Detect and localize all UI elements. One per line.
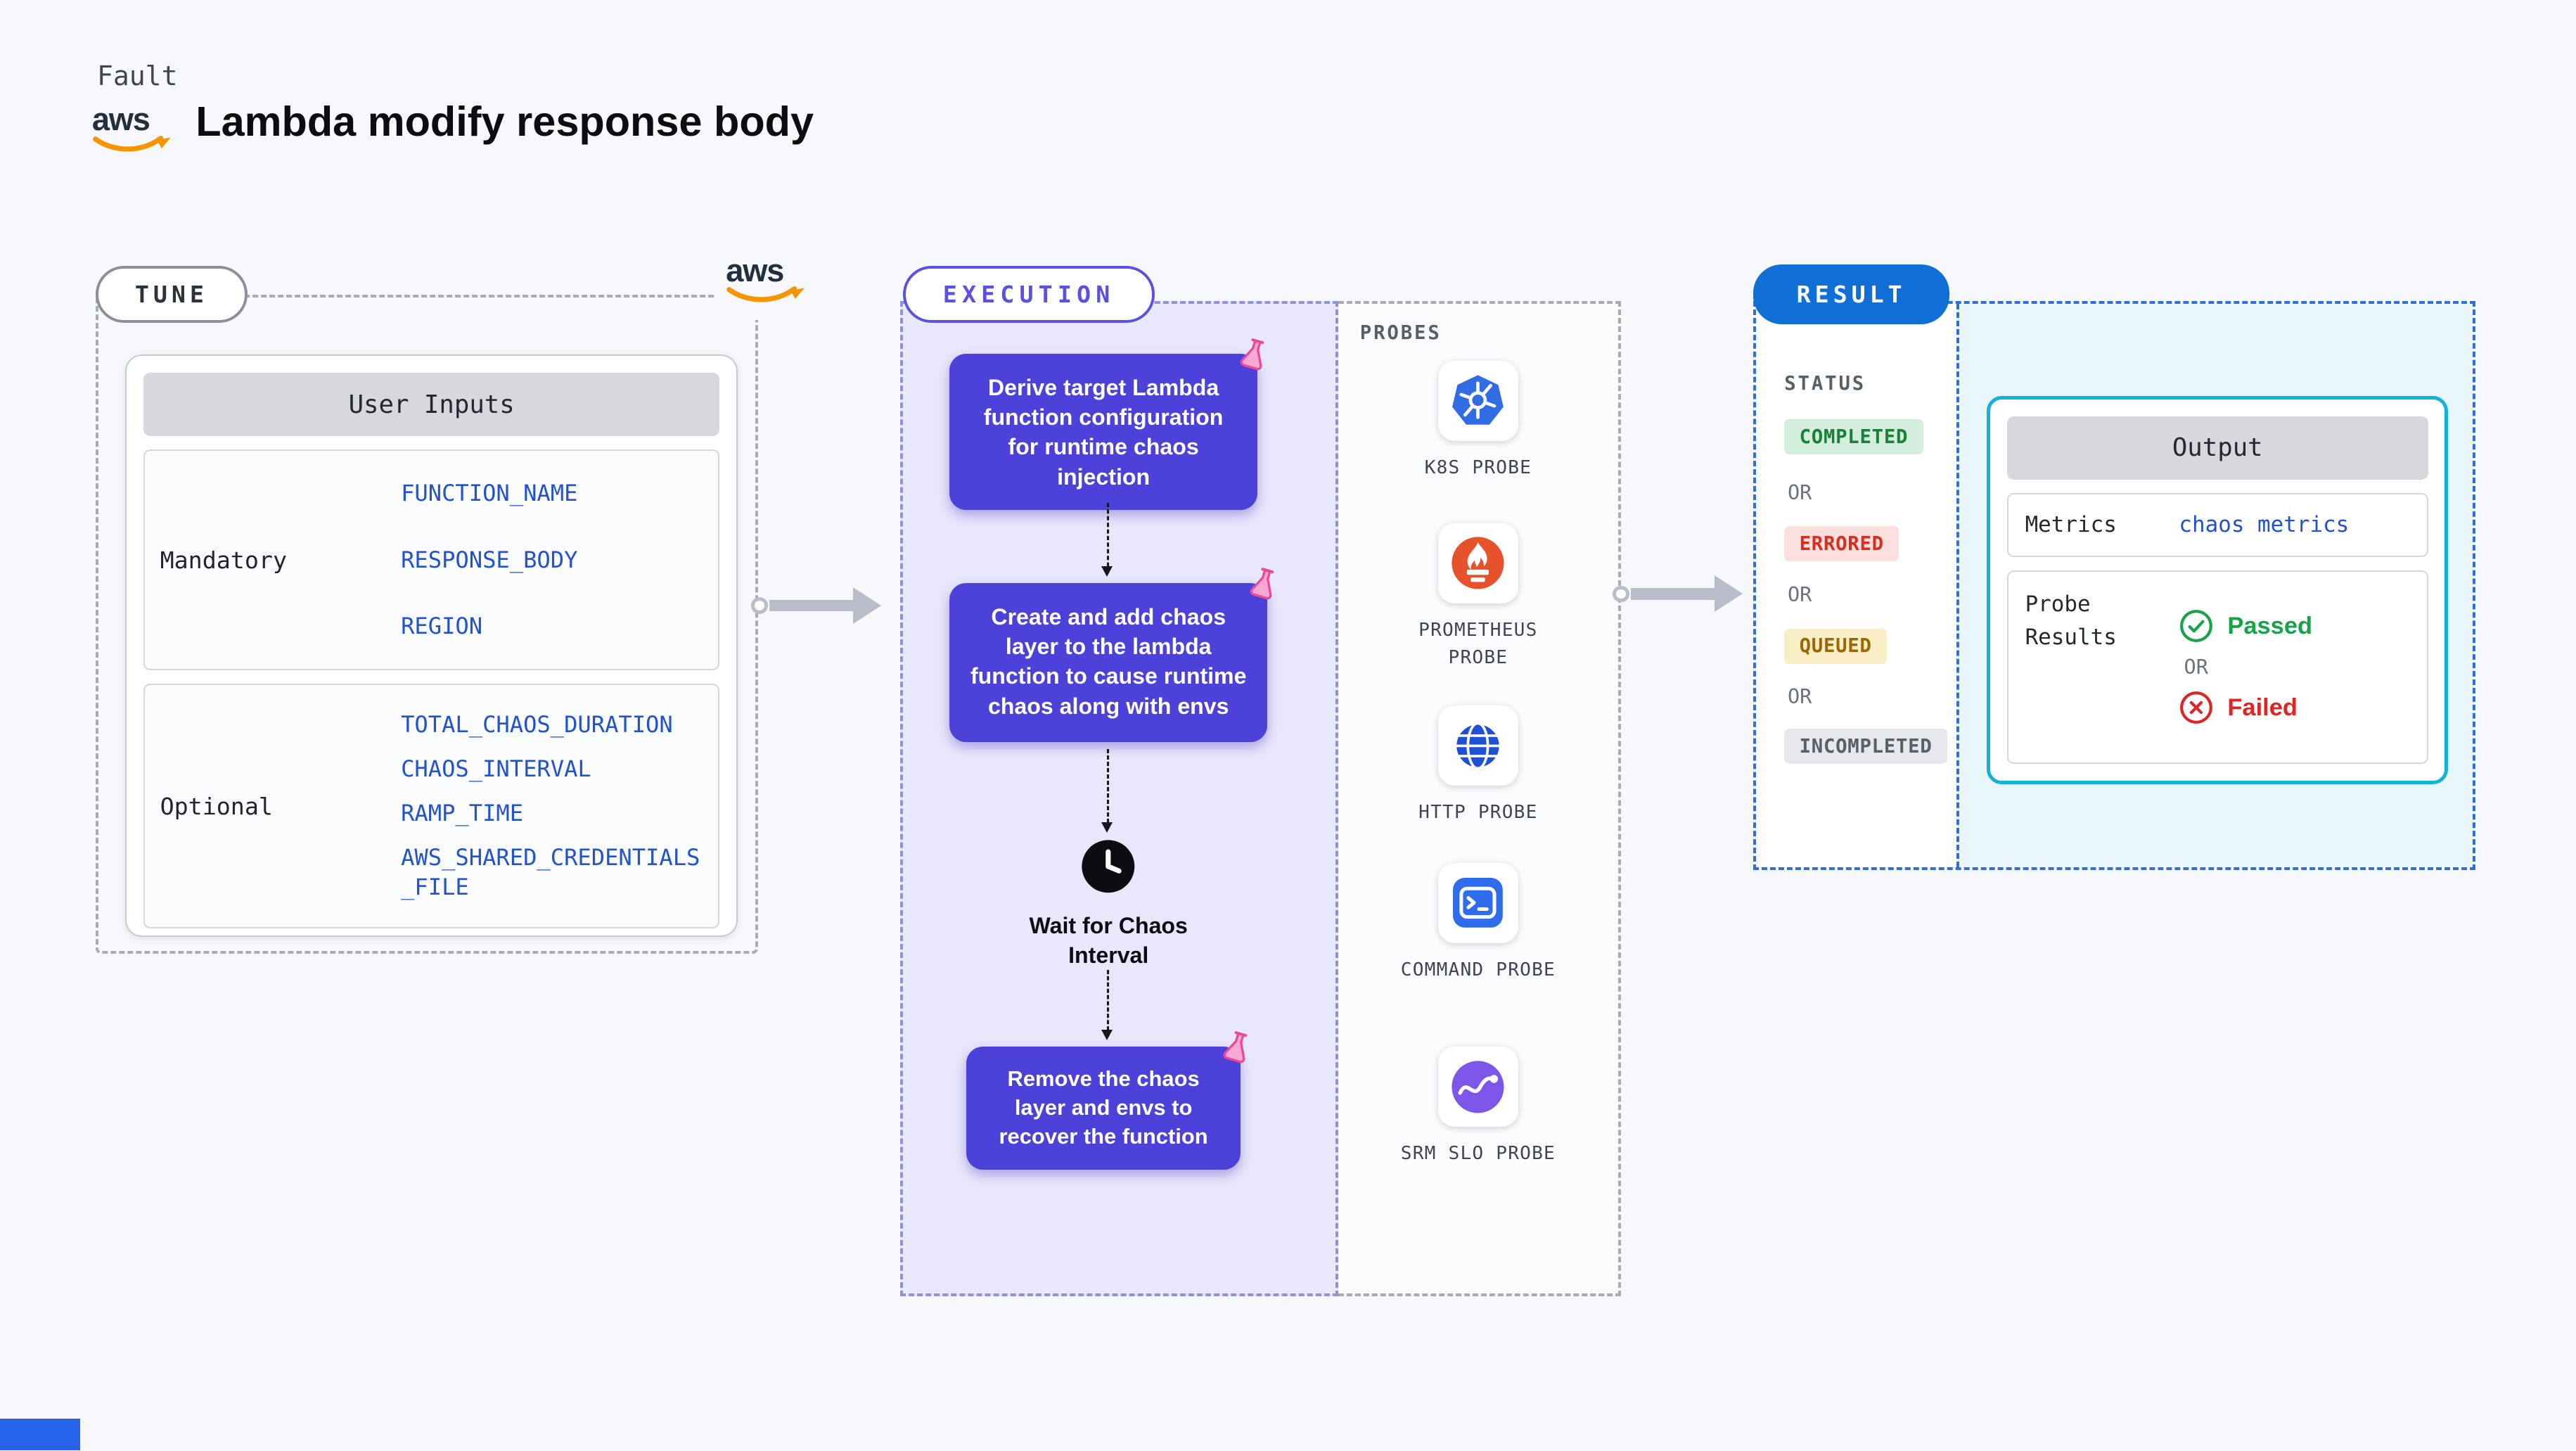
result-badge: RESULT — [1752, 264, 1950, 325]
wait-step: Wait for Chaos Interval — [1003, 836, 1214, 971]
execution-badge: EXECUTION — [903, 266, 1155, 324]
input-var: AWS_SHARED_CREDENTIALS_FILE — [401, 844, 700, 900]
or-label: OR — [1787, 583, 1812, 607]
execution-step-2: Create and add chaos layer to the lambda… — [949, 568, 1274, 743]
aws-logo-text: aws — [91, 101, 150, 138]
probe-tile — [1437, 523, 1518, 603]
flow-connector — [1100, 748, 1115, 833]
metrics-label: Metrics — [2025, 512, 2117, 538]
or-label: OR — [1787, 481, 1812, 505]
bottom-left-blue-artifact — [0, 1419, 81, 1451]
optional-inputs-group: Optional TOTAL_CHAOS_DURATION CHAOS_INTE… — [143, 684, 720, 928]
check-circle-icon — [2180, 610, 2213, 643]
aws-logo-tune: aws — [716, 250, 816, 320]
arrow-tail-dot — [1612, 585, 1629, 603]
kubernetes-icon — [1452, 375, 1504, 425]
failed-label: Failed — [2227, 693, 2298, 721]
mandatory-items: FUNCTION_NAME RESPONSE_BODY REGION — [401, 451, 718, 669]
probes-section: PROBES K8S PROBE — [1338, 301, 1621, 1297]
probe-command: COMMAND PROBE — [1338, 862, 1618, 984]
clock-icon — [1082, 839, 1135, 893]
probe-results-row: Probe Results Passed OR — [2006, 570, 2428, 764]
page-title: Lambda modify response body — [196, 97, 814, 145]
wait-label: Wait for Chaos Interval — [1029, 913, 1188, 968]
aws-smile-icon — [93, 135, 171, 152]
probe-tile — [1437, 361, 1518, 442]
chaos-flask-icon — [1245, 565, 1282, 609]
mandatory-inputs-group: Mandatory FUNCTION_NAME RESPONSE_BODY RE… — [143, 449, 720, 671]
metrics-row: Metrics chaos metrics — [2006, 493, 2428, 557]
probe-label: COMMAND PROBE — [1400, 959, 1556, 980]
arrow-shaft — [1631, 588, 1715, 600]
status-queued-badge: QUEUED — [1784, 628, 1888, 664]
failed-result: Failed — [2179, 690, 2312, 725]
probe-label: HTTP PROBE — [1418, 802, 1538, 824]
terminal-icon — [1453, 878, 1504, 928]
prometheus-icon — [1452, 537, 1504, 589]
probe-prometheus: PROMETHEUS PROBE — [1338, 523, 1618, 672]
status-completed-badge: COMPLETED — [1784, 419, 1923, 455]
input-var: TOTAL_CHAOS_DURATION — [401, 710, 673, 738]
probe-results-label: Probe Results — [2025, 592, 2117, 650]
arrow-shaft — [769, 599, 854, 612]
input-var: RAMP_TIME — [401, 799, 524, 826]
status-incompleted-badge: INCOMPLETED — [1784, 729, 1947, 765]
aws-logo-text: aws — [726, 252, 784, 288]
user-inputs-header: User Inputs — [143, 373, 720, 437]
execution-step-2-text: Create and add chaos layer to the lambda… — [970, 603, 1247, 719]
tune-badge: TUNE — [95, 266, 248, 324]
aws-smile-icon — [726, 286, 805, 302]
status-title: STATUS — [1784, 372, 1866, 395]
execution-step-3: Remove the chaos layer and envs to recov… — [966, 1031, 1248, 1170]
optional-items: TOTAL_CHAOS_DURATION CHAOS_INTERVAL RAMP… — [401, 685, 718, 926]
probe-label: K8S PROBE — [1424, 457, 1532, 479]
probe-tile — [1437, 862, 1518, 943]
arrow-tune-to-execution — [750, 586, 881, 626]
probe-srm-slo: SRM SLO PROBE — [1338, 1047, 1618, 1168]
srm-slo-icon — [1452, 1061, 1504, 1113]
status-errored-badge: ERRORED — [1784, 526, 1899, 562]
probe-tile — [1437, 705, 1518, 786]
result-section: STATUS COMPLETED OR ERRORED OR QUEUED OR… — [1752, 301, 2476, 870]
probe-results-values: Passed OR Failed — [2179, 588, 2312, 746]
globe-icon — [1454, 722, 1502, 769]
probes-title: PROBES — [1359, 322, 1442, 345]
user-inputs-panel: User Inputs Mandatory FUNCTION_NAME RESP… — [125, 354, 738, 937]
passed-result: Passed — [2179, 608, 2312, 644]
input-var: REGION — [401, 612, 483, 639]
execution-step-1-text: Derive target Lambda function configurat… — [983, 374, 1224, 490]
metrics-value: chaos metrics — [2179, 512, 2350, 538]
execution-step-1: Derive target Lambda function configurat… — [949, 338, 1264, 511]
optional-label: Optional — [160, 792, 273, 820]
tune-section — [95, 294, 758, 954]
input-var: CHAOS_INTERVAL — [401, 755, 591, 782]
arrow-tail-dot — [750, 597, 768, 614]
chaos-flask-icon — [1236, 335, 1272, 380]
arrow-head — [1715, 575, 1743, 613]
arrow-head — [853, 587, 881, 625]
probe-label: SRM SLO PROBE — [1400, 1143, 1556, 1165]
probe-label: PROMETHEUS PROBE — [1418, 619, 1538, 669]
fault-kind-label: Fault — [96, 60, 178, 91]
chaos-flask-icon — [1219, 1028, 1255, 1073]
execution-step-3-text: Remove the chaos layer and envs to recov… — [999, 1066, 1208, 1149]
aws-logo: aws — [92, 103, 172, 165]
mandatory-label: Mandatory — [160, 546, 287, 574]
input-var: FUNCTION_NAME — [401, 480, 578, 507]
or-label: OR — [2184, 655, 2208, 679]
flow-connector — [1100, 969, 1115, 1040]
arrow-execution-to-result — [1612, 574, 1743, 614]
or-label: OR — [1787, 685, 1812, 709]
output-panel: Output Metrics chaos metrics Probe Resul… — [1987, 395, 2449, 784]
passed-label: Passed — [2227, 612, 2313, 639]
output-header: Output — [2006, 416, 2428, 480]
execution-section: Derive target Lambda function configurat… — [899, 301, 1338, 1297]
probe-tile — [1437, 1047, 1518, 1127]
input-var: RESPONSE_BODY — [401, 546, 578, 573]
x-circle-icon — [2180, 691, 2213, 724]
probe-k8s: K8S PROBE — [1338, 361, 1618, 482]
probe-http: HTTP PROBE — [1338, 705, 1618, 826]
flow-connector — [1100, 503, 1115, 577]
